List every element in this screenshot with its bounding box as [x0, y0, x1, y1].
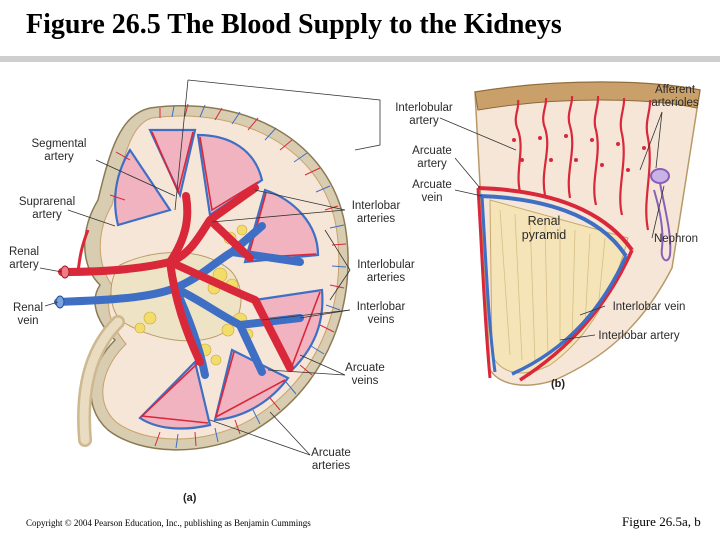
cortical-vessels [109, 103, 347, 449]
leader-lines [39, 79, 665, 456]
kidney-section [54, 103, 349, 451]
label-interlobar-vein: Interlobar vein [612, 301, 686, 313]
interlobular-vessels [514, 95, 652, 231]
title-rule [0, 56, 720, 62]
slide-title: Figure 26.5 The Blood Supply to the Kidn… [26, 9, 562, 40]
panel-b-label: (b) [551, 378, 566, 390]
suprarenal-artery-vessel [76, 229, 90, 273]
copyright-notice: Copyright © 2004 Pearson Education, Inc.… [26, 518, 311, 528]
figure-reference: Figure 26.5a, b [622, 514, 701, 529]
label-interlobar-artery: Interlobar artery [598, 330, 680, 342]
renal-wedge-detail [474, 81, 701, 386]
panel-a-label: (a) [183, 492, 197, 504]
wedge-capsule [474, 81, 701, 111]
label-nephron: Nephron [653, 233, 699, 245]
nephron-shape [650, 168, 672, 262]
kidney-illustration [39, 79, 701, 456]
